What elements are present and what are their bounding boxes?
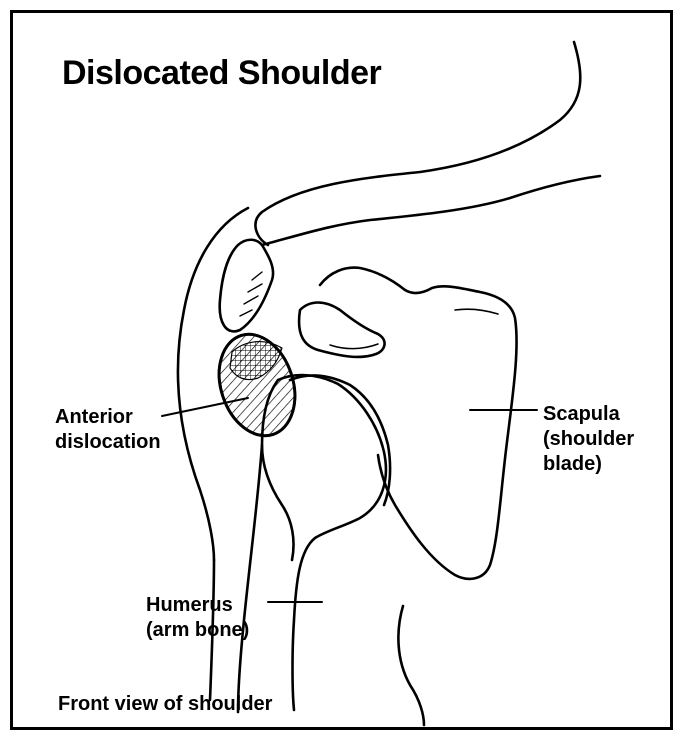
caption-front-view: Front view of shoulder xyxy=(58,692,272,717)
coracoid xyxy=(299,303,385,357)
acromion xyxy=(220,240,273,332)
scapula-ridge xyxy=(455,309,498,314)
glenoid-lip xyxy=(290,375,390,505)
coracoid-detail xyxy=(330,344,378,349)
diagram-title: Dislocated Shoulder xyxy=(62,52,381,95)
trapezius-line xyxy=(262,176,600,245)
label-anterior-dislocation: Anterior dislocation xyxy=(55,405,161,455)
scapula-outline xyxy=(320,268,517,579)
armpit-line xyxy=(398,606,424,725)
label-humerus: Humerus (arm bone) xyxy=(146,593,249,643)
humerus-shaft-left xyxy=(238,445,262,712)
label-scapula: Scapula (shoulder blade) xyxy=(543,402,634,477)
